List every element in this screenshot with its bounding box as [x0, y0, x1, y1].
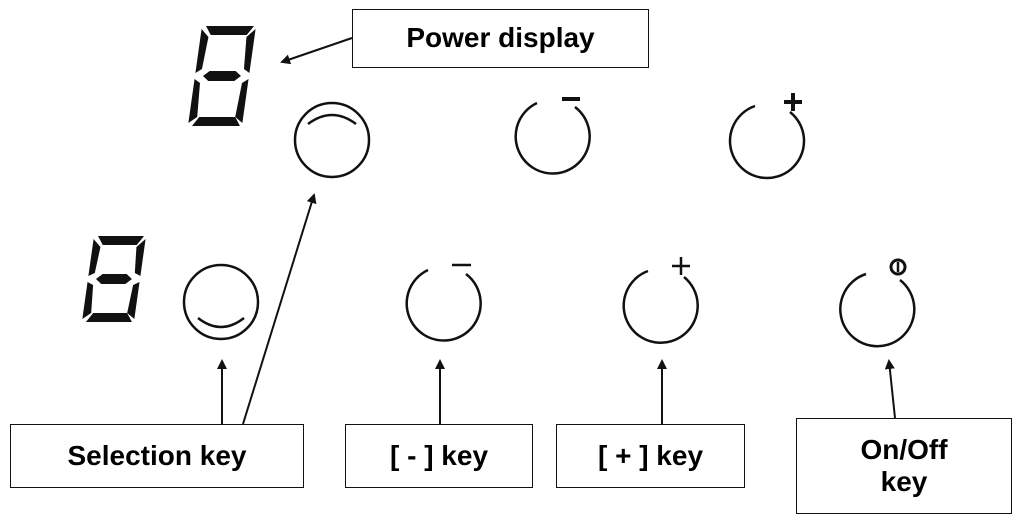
- plus-icon: [784, 93, 802, 111]
- top-power-display: [188, 26, 256, 126]
- selection-arc-icon: [307, 113, 357, 126]
- segment-c: [127, 282, 140, 319]
- arrow-on-off-key: [884, 359, 896, 419]
- segment-d: [191, 117, 240, 126]
- arrow-selection-top: [242, 193, 317, 425]
- top-plus-key[interactable]: [728, 93, 806, 180]
- segment-c: [235, 79, 249, 123]
- selection-arc-icon: [197, 317, 245, 329]
- on-off-key-text: On/Off key: [860, 433, 948, 497]
- segment-a: [206, 26, 254, 35]
- bottom-minus-key[interactable]: [405, 263, 482, 342]
- segment-b: [243, 29, 256, 73]
- arrow-power-display: [280, 37, 353, 65]
- on-off-key-label: On/Off key: [796, 418, 1012, 514]
- on-off-key[interactable]: [839, 258, 916, 348]
- segment-e: [188, 79, 200, 123]
- leader-arrows: [217, 37, 896, 425]
- power-display-text: Power display: [406, 22, 595, 54]
- plus-icon: [672, 257, 690, 275]
- bottom-selection-key[interactable]: [182, 263, 260, 341]
- bottom-power-display: [82, 236, 146, 322]
- segment-g: [95, 274, 132, 284]
- plus-key-text: [ + ] key: [597, 439, 704, 471]
- segment-a: [98, 236, 144, 245]
- segment-d: [85, 313, 132, 322]
- segment-g: [202, 71, 241, 81]
- plus-key-label: [ + ] key: [556, 424, 745, 488]
- selection-key-label: Selection key: [10, 424, 304, 488]
- segment-b: [134, 239, 146, 276]
- segment-f: [88, 239, 101, 276]
- minus-key-text: [ - ] key: [389, 439, 489, 471]
- top-minus-key[interactable]: [514, 97, 591, 175]
- selection-key-text: Selection key: [67, 439, 247, 471]
- bottom-plus-key[interactable]: [622, 257, 699, 344]
- top-selection-key[interactable]: [293, 101, 371, 179]
- power-display-label: Power display: [352, 9, 649, 68]
- minus-key-label: [ - ] key: [345, 424, 533, 488]
- power-icon: [889, 258, 907, 276]
- segment-f: [195, 29, 209, 73]
- segment-e: [82, 282, 94, 319]
